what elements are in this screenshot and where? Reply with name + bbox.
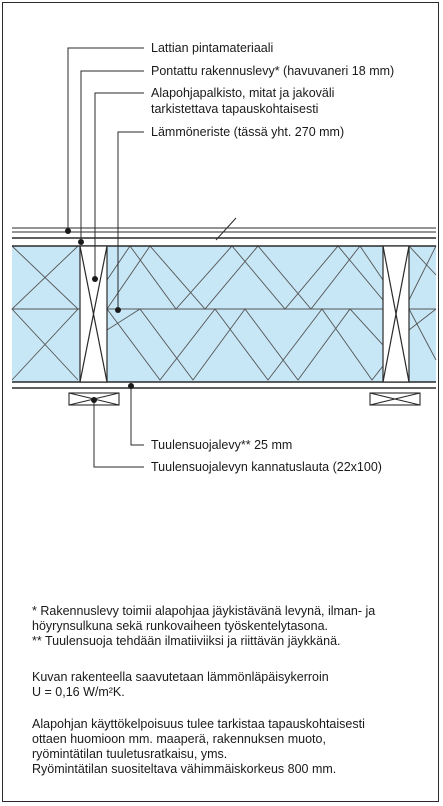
label-wind-board: Tuulensuojalevy** 25 mm bbox=[151, 438, 293, 452]
support-batten-right bbox=[369, 392, 421, 406]
label-joist-line2: tarkistettava tapauskohtaisesti bbox=[151, 102, 319, 116]
label-floor-finish: Lattian pintamateriaali bbox=[151, 41, 274, 55]
footnote2: ** Tuulensuoja tehdään ilmatiiviiksi ja … bbox=[32, 634, 341, 648]
footnote1-line1: * Rakennuslevy toimii alapohjaa jäykistä… bbox=[32, 604, 376, 618]
footnote1-line2: höyrynsulkuna sekä runkovaiheen työskent… bbox=[32, 619, 329, 633]
lifespan-line3: ryömintätilan tuuletusratkaisu, yms. bbox=[32, 747, 228, 761]
label-subfloor-board: Pontattu rakennuslevy* (havuvaneri 18 mm… bbox=[151, 64, 395, 78]
label-insulation: Lämmöneriste (tässä yht. 270 mm) bbox=[151, 125, 345, 139]
insulation-layer bbox=[12, 246, 436, 382]
lifespan-note: Alapohjan käyttökelpoisuus tulee tarkist… bbox=[32, 717, 365, 777]
leader-dots bbox=[65, 228, 134, 403]
leader-lines bbox=[67, 47, 144, 468]
joist-left bbox=[79, 245, 108, 383]
uvalue-note: Kuvan rakenteella saavutetaan lämmönläpä… bbox=[32, 670, 329, 700]
uvalue-line1: Kuvan rakenteella saavutetaan lämmönläpä… bbox=[32, 670, 329, 684]
joist-right bbox=[382, 245, 410, 383]
lifespan-line4: Ryömintätilan suositeltava vähimmäiskork… bbox=[32, 762, 337, 776]
lifespan-line2: ottaen huomioon mm. maaperä, rakennuksen… bbox=[32, 732, 326, 746]
uvalue-line2: U = 0,16 W/m²K. bbox=[32, 685, 125, 699]
footnotes: * Rakennuslevy toimii alapohjaa jäykistä… bbox=[32, 604, 375, 649]
label-support-batten: Tuulensuojalevyn kannatuslauta (22x100) bbox=[151, 460, 382, 474]
label-joist-line1: Alapohjapalkisto, mitat ja jakoväli bbox=[151, 86, 335, 100]
lifespan-line1: Alapohjan käyttökelpoisuus tulee tarkist… bbox=[32, 717, 365, 731]
drawing-frame bbox=[2, 2, 439, 802]
